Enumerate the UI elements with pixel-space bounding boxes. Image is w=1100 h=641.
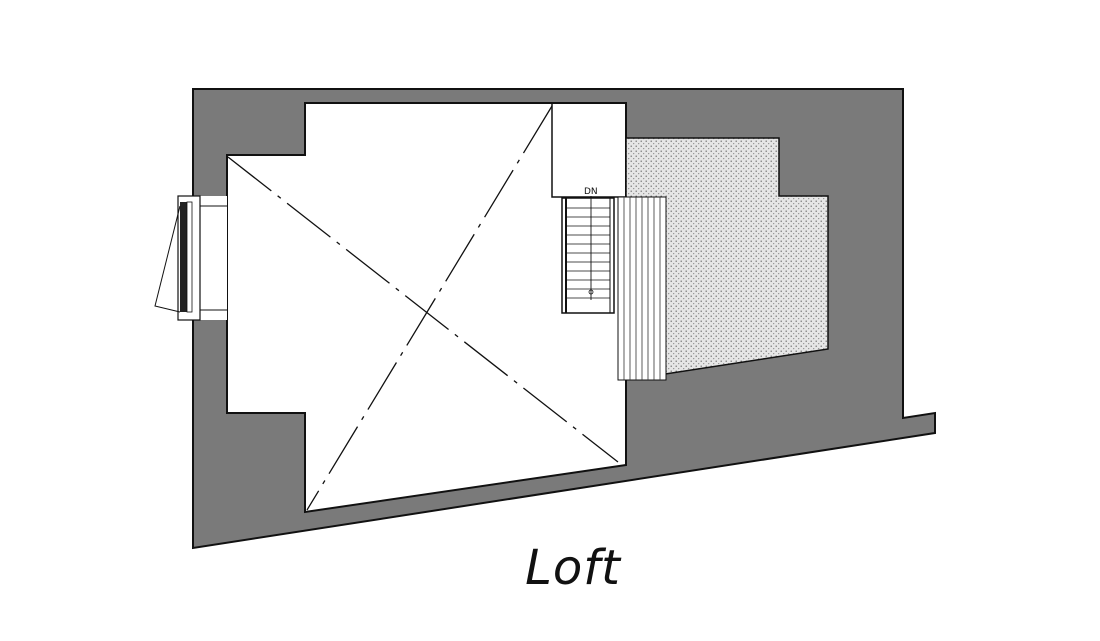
open-to-below-diagonal-b xyxy=(306,105,553,511)
open-to-below-diagonal-a xyxy=(227,156,619,463)
staircase xyxy=(561,196,615,314)
landing-hatch xyxy=(617,196,667,381)
window xyxy=(154,195,227,321)
alcove-wall xyxy=(551,103,626,198)
plan-title: Loft xyxy=(525,540,621,596)
stair-label: DN xyxy=(584,187,598,197)
